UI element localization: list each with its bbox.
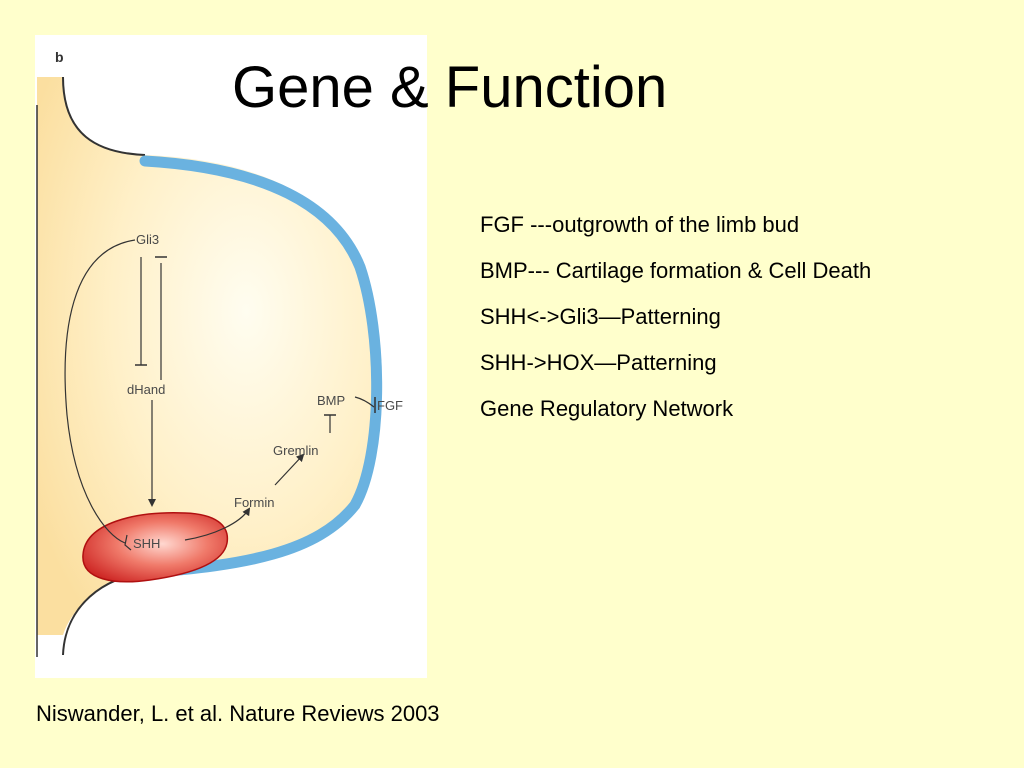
label-formin: Formin bbox=[234, 495, 274, 510]
function-item-network: Gene Regulatory Network bbox=[480, 396, 734, 421]
function-item-bmp: BMP--- Cartilage formation & Cell Death bbox=[480, 258, 872, 283]
function-item-shh-hox: SHH->HOX—Patterning bbox=[480, 350, 717, 375]
limb-bud-outline-top bbox=[62, 76, 146, 156]
citation: Niswander, L. et al. Nature Reviews 2003 bbox=[36, 701, 440, 726]
limb-bud-diagram: b Gli3 bbox=[35, 35, 427, 678]
label-fgf: FGF bbox=[377, 398, 403, 413]
shh-formin-link bbox=[184, 507, 251, 541]
label-bmp: BMP bbox=[317, 393, 345, 408]
limb-bud-figure: b Gli3 bbox=[35, 35, 427, 678]
gene-function-list: FGF ---outgrowth of the limb bud BMP--- … bbox=[480, 212, 871, 442]
shh-gli3-loop bbox=[64, 239, 136, 544]
label-shh: SHH bbox=[133, 536, 160, 551]
label-dhand: dHand bbox=[127, 382, 165, 397]
bmp-represses-fgf-line bbox=[354, 396, 375, 408]
function-item-shh-gli3: SHH<->Gli3—Patterning bbox=[480, 304, 721, 329]
shh-tick bbox=[124, 534, 132, 551]
zpa-region bbox=[82, 512, 229, 583]
limb-bud-body bbox=[37, 77, 375, 635]
apical-ectodermal-ridge bbox=[139, 155, 383, 579]
label-gremlin: Gremlin bbox=[273, 443, 319, 458]
slide-title: Gene & Function bbox=[232, 55, 668, 120]
formin-gremlin-arrow bbox=[274, 453, 305, 486]
panel-letter: b bbox=[55, 49, 64, 65]
function-item-fgf: FGF ---outgrowth of the limb bud bbox=[480, 212, 800, 237]
label-gli3: Gli3 bbox=[136, 232, 159, 247]
